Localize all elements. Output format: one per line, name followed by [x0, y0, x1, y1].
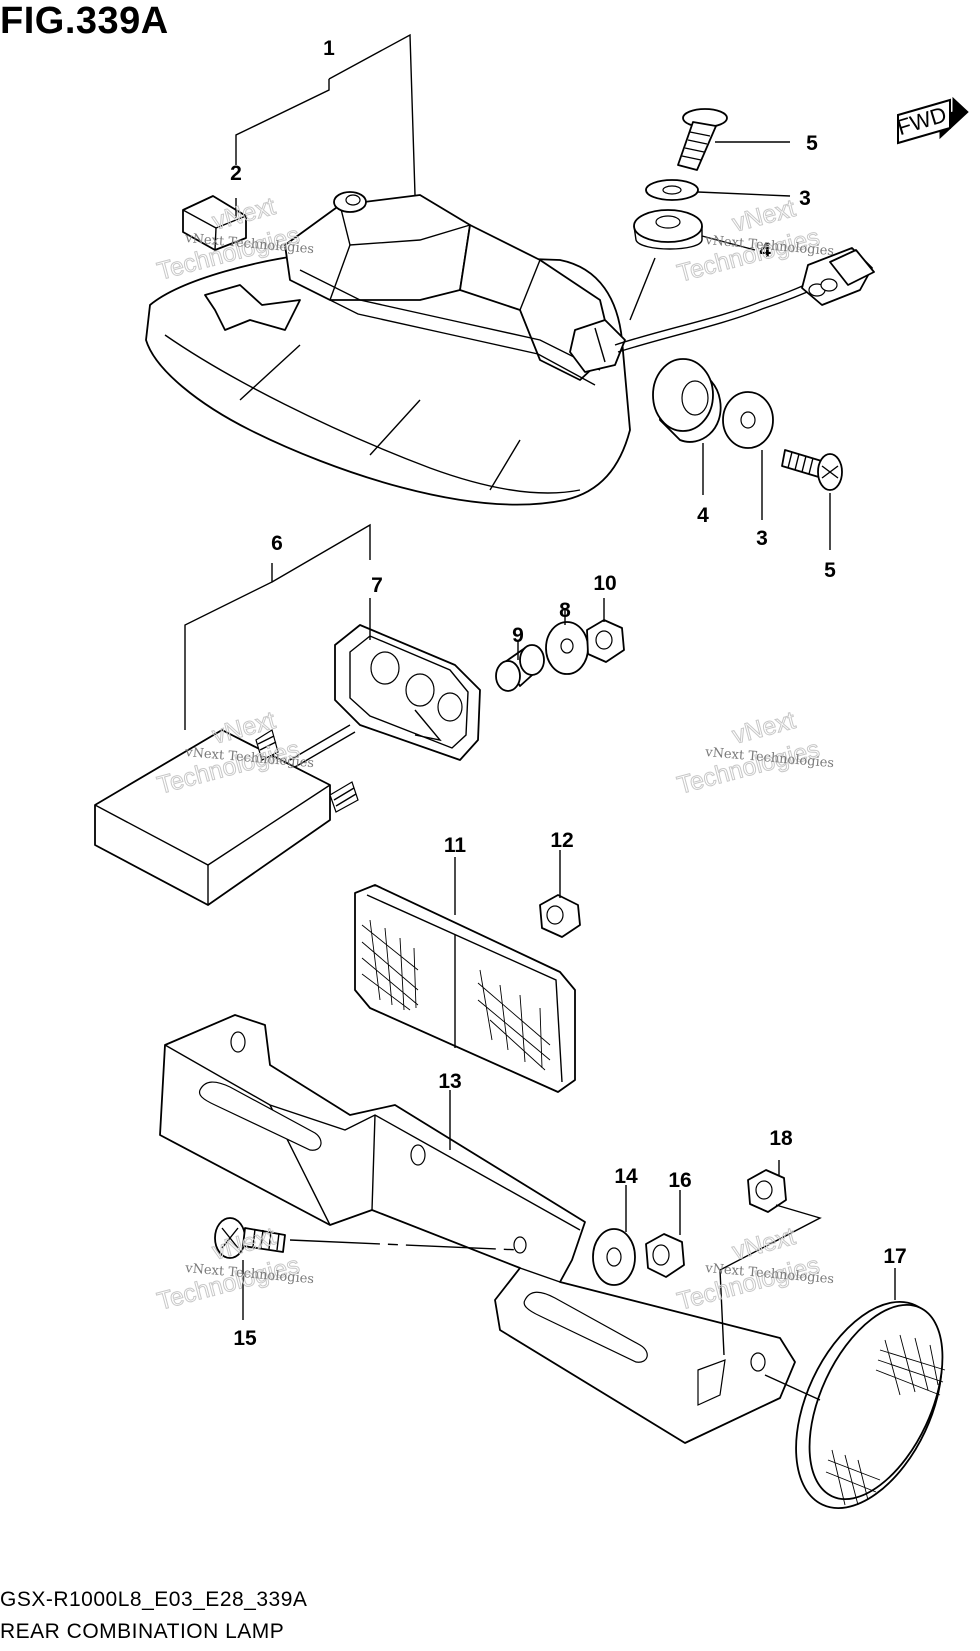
- watermark-group-4: vNext Technologies vNext Technologies: [674, 706, 835, 801]
- part-number: 1: [323, 37, 335, 60]
- part-number: 2: [230, 162, 242, 185]
- nut-part-10: [586, 619, 625, 663]
- reflector-hatch-round: [825, 1334, 946, 1506]
- wire-harness: [614, 247, 875, 353]
- part-number: 18: [769, 1127, 793, 1150]
- figure-caption: REAR COMBINATION LAMP: [0, 1620, 285, 1643]
- watermark-group-5: vNext Technologies vNext Technologies: [154, 1222, 315, 1317]
- part-number: 8: [559, 599, 571, 622]
- reflector-part-11: [354, 884, 576, 1093]
- nut-part-12: [539, 894, 581, 938]
- reflector-hatch-right: [477, 969, 551, 1071]
- figure-title: FIG.339A: [0, 0, 169, 42]
- part-number: 5: [806, 132, 818, 155]
- grommet-part-4-lower: [652, 358, 722, 443]
- bolt-part-15: [214, 1217, 286, 1259]
- part-number: 12: [550, 829, 573, 852]
- part-number: 6: [271, 532, 283, 555]
- reflector-hatch-left: [361, 919, 419, 1011]
- license-lamp-part-6: [94, 724, 359, 906]
- nut-part-18: [747, 1169, 787, 1213]
- part-number: 17: [883, 1245, 906, 1268]
- leader-lines: [184, 33, 896, 1401]
- washer-part-14: [592, 1228, 636, 1286]
- part-number: 10: [593, 572, 616, 595]
- gasket-part-7: [334, 624, 481, 761]
- round-reflector-part-17: [795, 1301, 946, 1509]
- part-number: 3: [799, 187, 811, 210]
- clip-part-2: [182, 195, 247, 251]
- part-number: 15: [233, 1327, 257, 1350]
- screw-part-5-lower: [781, 449, 843, 491]
- bracket-part-13: [159, 1014, 796, 1444]
- washer-part-8: [545, 621, 589, 675]
- spacer-part-9: [495, 644, 545, 692]
- part-number: 4: [697, 504, 709, 527]
- washer-part-3-lower: [722, 391, 774, 449]
- model-code: GSX-R1000L8_E03_E28_339A: [0, 1588, 308, 1611]
- part-number: 16: [668, 1169, 691, 1192]
- part-number: 5: [824, 559, 836, 582]
- grommet-part-4-upper: [633, 209, 703, 250]
- watermark-group-6: vNext Technologies vNext Technologies: [674, 1222, 835, 1317]
- part-number: 4: [759, 239, 771, 262]
- washer-part-3-upper: [645, 179, 699, 201]
- part-number: 7: [371, 574, 383, 597]
- part-number-labels: 1 2 3 3 4 4 5 5 6 7 8 9 10 11 12 13 14 1…: [230, 37, 907, 1350]
- part-number: 13: [438, 1070, 461, 1093]
- part-number: 9: [512, 624, 524, 647]
- part-number: 11: [444, 834, 467, 857]
- part-number: 14: [614, 1165, 638, 1188]
- nut-part-16: [645, 1233, 685, 1278]
- fwd-arrow-icon: FWD: [894, 96, 969, 145]
- tail-lamp-assembly: [145, 191, 631, 506]
- part-number: 3: [756, 527, 768, 550]
- screw-part-5-upper: [677, 108, 728, 171]
